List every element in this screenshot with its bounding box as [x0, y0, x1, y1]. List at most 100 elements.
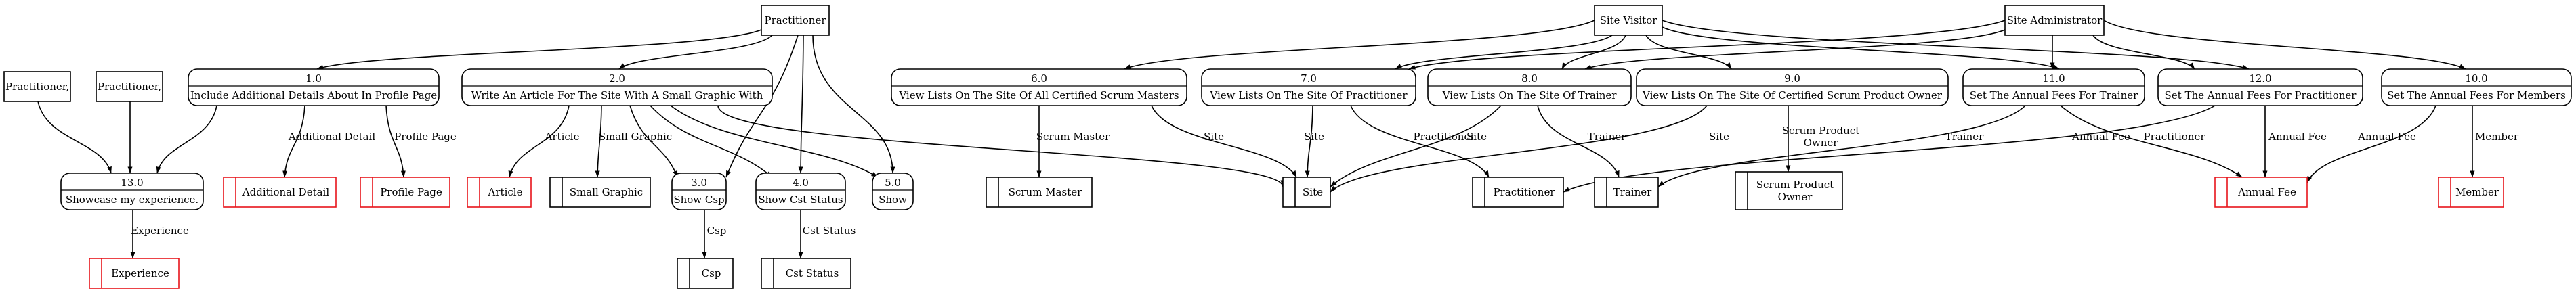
store-s-trainer[interactable]: Trainer	[1594, 177, 1659, 208]
process-number: 8.0	[1521, 72, 1538, 85]
flow-p1-to-s-additional	[282, 105, 305, 178]
process-number: 1.0	[305, 72, 322, 85]
flow-site-administrator-to-p10	[2103, 20, 2466, 70]
flow-site-visitor-to-p9	[1645, 35, 1732, 70]
process-box	[2157, 68, 2363, 106]
flow-site-visitor-to-p11	[1662, 26, 2060, 70]
flow-p2-to-p4	[650, 105, 773, 178]
flow-line	[1124, 20, 1595, 70]
entity-practitioner-a[interactable]: Practitioner,	[3, 71, 71, 102]
store-box	[467, 177, 532, 208]
store-s-article[interactable]: Article	[467, 177, 532, 208]
flow-p8-to-s-site	[1330, 105, 1502, 187]
flow-site-visitor-to-p7	[1395, 35, 1613, 70]
entity-site-visitor[interactable]: Site Visitor	[1594, 5, 1663, 36]
flow-label: Site	[1709, 131, 1729, 143]
process-number: 6.0	[1031, 72, 1047, 85]
store-box	[2438, 177, 2504, 208]
flow-practitioner-to-p3	[725, 35, 799, 178]
store-s-csp[interactable]: Csp	[677, 258, 734, 289]
store-s-graphic[interactable]: Small Graphic	[549, 177, 651, 208]
flow-line	[156, 105, 217, 174]
process-number: 13.0	[121, 177, 143, 189]
flow-line	[670, 105, 879, 178]
flow-label: Additional Detail	[288, 131, 376, 143]
store-s-profile[interactable]: Profile Page	[360, 177, 450, 208]
store-s-additional[interactable]: Additional Detail	[223, 177, 337, 208]
flow-label: Member	[2475, 131, 2519, 143]
store-s-site[interactable]: Site	[1282, 177, 1331, 208]
process-name: Include Additional Details About In Prof…	[190, 89, 437, 101]
flow-line	[1657, 105, 2026, 187]
entity-box	[2004, 5, 2105, 36]
flow-p1-to-p13	[156, 105, 217, 174]
flow-label: Site	[1204, 131, 1224, 143]
process-number: 3.0	[691, 177, 707, 189]
store-s-member[interactable]: Member	[2438, 177, 2504, 208]
flow-label: Small Graphic	[599, 131, 672, 143]
flow-label: Annual Fee	[2071, 131, 2130, 143]
process-number: 7.0	[1301, 72, 1317, 85]
process-number: 9.0	[1784, 72, 1800, 85]
flow-line	[629, 105, 678, 178]
flow-p7-to-s-site	[1305, 105, 1313, 178]
flow-line	[1563, 105, 2216, 193]
store-box	[677, 258, 734, 289]
flow-line	[316, 29, 762, 70]
store-s-scrum[interactable]: Scrum Master	[986, 177, 1093, 208]
entity-practitioner-b[interactable]: Practitioner,	[96, 71, 163, 102]
flow-p12-to-s-practitioner	[1563, 105, 2216, 193]
flow-p2-to-s-graphic	[595, 105, 602, 178]
flow-line	[2092, 35, 2195, 70]
flow-p2-to-p5	[670, 105, 879, 178]
entity-box	[3, 71, 71, 102]
process-box	[1962, 68, 2145, 106]
entity-practitioner[interactable]: Practitioner	[761, 5, 830, 36]
process-name: View Lists On The Site Of Practitioner	[1209, 89, 1408, 101]
flow-label: Csp	[707, 225, 727, 237]
flow-line	[1151, 105, 1297, 178]
store-label: Site	[1303, 186, 1323, 198]
flow-site-administrator-to-p7	[1408, 20, 2006, 70]
process-name: Set The Annual Fees For Members	[2387, 89, 2566, 101]
flow-line	[1584, 29, 2006, 70]
process-name: Set The Annual Fees For Practitioner	[2165, 89, 2357, 101]
process-name: Show	[879, 193, 907, 206]
flow-line	[1408, 20, 2006, 70]
store-s-experience[interactable]: Experience	[89, 258, 180, 289]
flow-line	[2306, 105, 2436, 183]
flow-label: Article	[545, 131, 580, 143]
process-box	[60, 173, 204, 210]
store-label: Experience	[111, 267, 169, 279]
flow-line	[595, 105, 602, 178]
store-label: Scrum Master	[1009, 186, 1082, 198]
flow-line	[1662, 20, 2250, 70]
flow-p9-to-s-site	[1330, 105, 1708, 193]
process-box	[461, 68, 773, 106]
store-s-annual[interactable]: Annual Fee	[2214, 177, 2308, 208]
store-s-cst[interactable]: Cst Status	[761, 258, 851, 289]
entity-label: Site Visitor	[1600, 14, 1658, 26]
process-box	[188, 68, 440, 106]
entity-site-administrator[interactable]: Site Administrator	[2004, 5, 2105, 36]
store-label: Profile Page	[380, 186, 442, 198]
flow-practitioner-to-p2	[618, 35, 773, 70]
store-s-practitioner[interactable]: Practitioner	[1472, 177, 1564, 208]
